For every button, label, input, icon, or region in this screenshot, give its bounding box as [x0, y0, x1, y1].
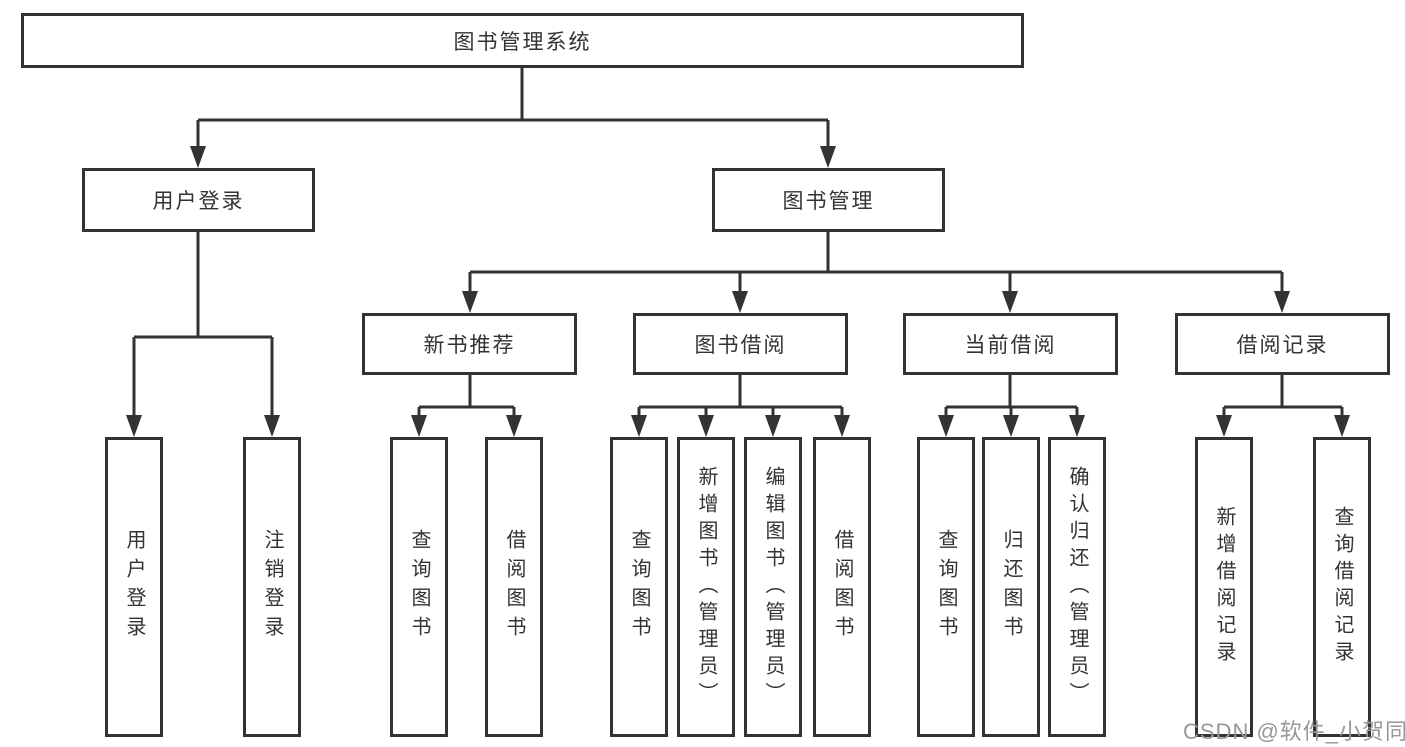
leaf-borrowing-add-books-admin: 新增图书（管理员）: [677, 437, 735, 737]
leaf-current-return-books: 归还图书: [982, 437, 1040, 737]
leaf-label: 新增图书（管理员）: [695, 465, 717, 709]
node-borrowing-records: 借阅记录: [1175, 313, 1390, 375]
node-user-login-branch: 用户登录: [82, 168, 315, 232]
leaf-label: 归还图书: [1000, 529, 1022, 645]
leaf-label: 注销登录: [261, 529, 283, 645]
node-new-book-recommend: 新书推荐: [362, 313, 577, 375]
leaf-current-query-books: 查询图书: [917, 437, 975, 737]
leaf-current-confirm-return-admin: 确认归还（管理员）: [1048, 437, 1106, 737]
leaf-recommend-borrow-books: 借阅图书: [485, 437, 543, 737]
leaf-logout: 注销登录: [243, 437, 301, 737]
leaf-label: 新增借阅记录: [1213, 506, 1235, 668]
leaf-borrowing-query-books: 查询图书: [610, 437, 668, 737]
leaf-records-query-record: 查询借阅记录: [1313, 437, 1371, 737]
leaf-label: 确认归还（管理员）: [1066, 465, 1088, 709]
leaf-label: 编辑图书（管理员）: [762, 465, 784, 709]
node-book-management-branch: 图书管理: [712, 168, 945, 232]
node-current-borrowing: 当前借阅: [903, 313, 1118, 375]
node-root: 图书管理系统: [21, 13, 1024, 68]
leaf-label: 借阅图书: [831, 529, 853, 645]
leaf-label: 查询图书: [935, 529, 957, 645]
leaf-label: 借阅图书: [503, 529, 525, 645]
leaf-label: 查询借阅记录: [1331, 506, 1353, 668]
leaf-label: 查询图书: [628, 529, 650, 645]
leaf-label: 用户登录: [123, 529, 145, 645]
leaf-records-add-record: 新增借阅记录: [1195, 437, 1253, 737]
arrowheads: [126, 146, 1350, 437]
node-book-borrowing: 图书借阅: [633, 313, 848, 375]
csdn-watermark: CSDN @软件_小贺同学: [1183, 719, 1405, 744]
leaf-recommend-query-books: 查询图书: [390, 437, 448, 737]
leaf-borrowing-borrow-books: 借阅图书: [813, 437, 871, 737]
leaf-borrowing-edit-books-admin: 编辑图书（管理员）: [744, 437, 802, 737]
leaf-user-login: 用户登录: [105, 437, 163, 737]
leaf-label: 查询图书: [408, 529, 430, 645]
